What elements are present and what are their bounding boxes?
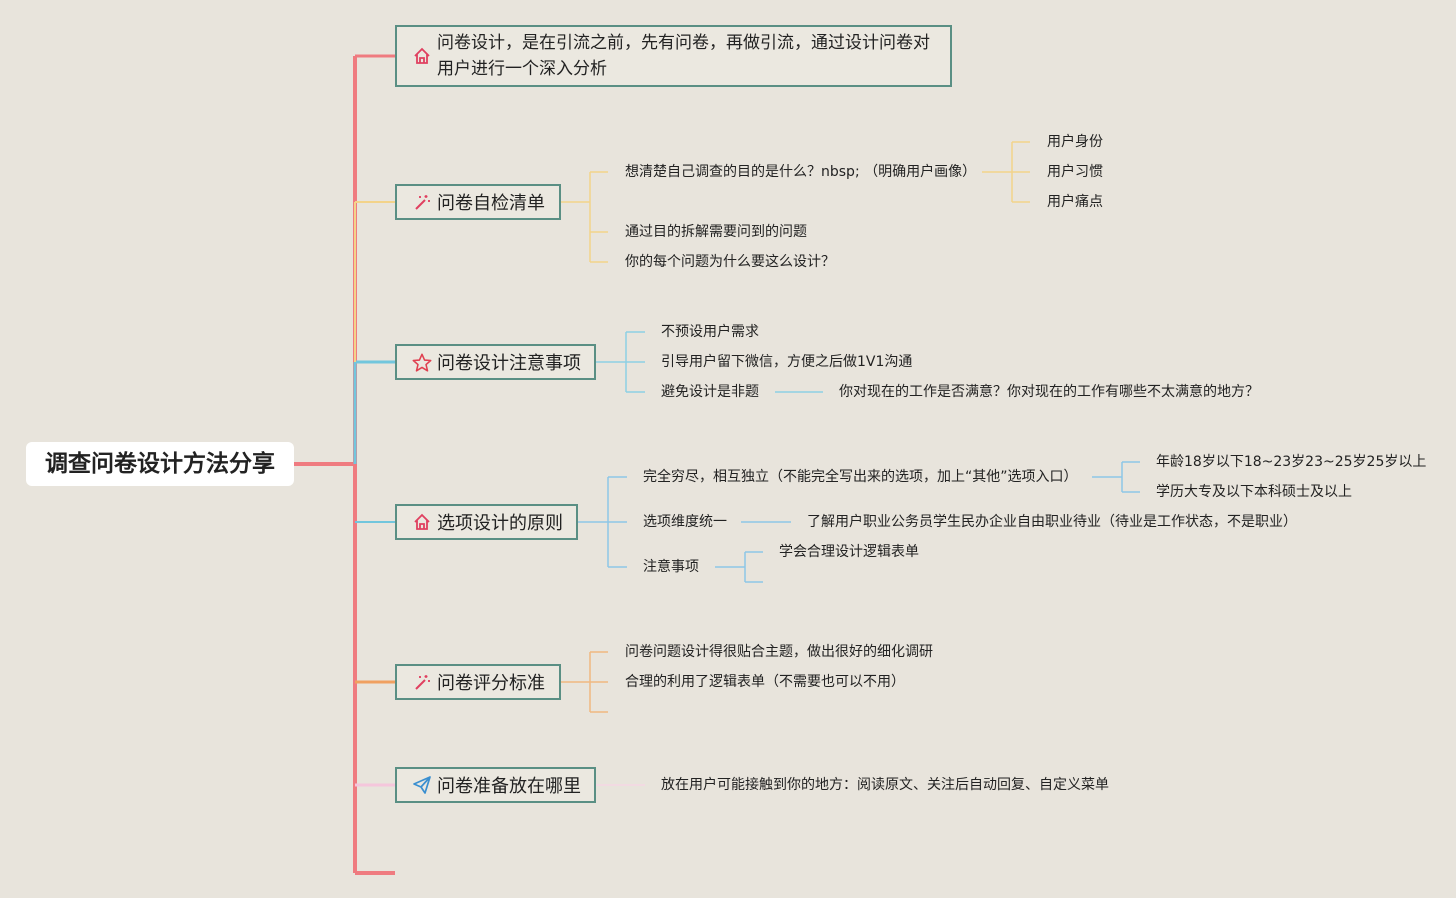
- branch-option-principles-label: 选项设计的原则: [437, 513, 563, 534]
- branch-checklist[interactable]: 问卷自检清单: [395, 184, 561, 220]
- branch-intro-label: 问卷设计，是在引流之前，先有问卷，再做引流，通过设计问卷对用户进行一个深入分析: [437, 33, 930, 79]
- principle-notes[interactable]: 注意事项: [643, 559, 699, 575]
- checklist-item-why[interactable]: 你的每个问题为什么要这么设计？: [625, 254, 835, 270]
- note-no-presumption[interactable]: 不预设用户需求: [661, 324, 759, 340]
- star-icon: [411, 351, 433, 373]
- principle-unified-dimension[interactable]: 选项维度统一: [643, 514, 727, 530]
- persona-habits[interactable]: 用户习惯: [1047, 164, 1103, 180]
- branch-scoring-label: 问卷评分标准: [437, 673, 545, 694]
- example-age[interactable]: 年龄18岁以下18~23岁23~25岁25岁以上: [1156, 454, 1427, 470]
- persona-pain-points[interactable]: 用户痛点: [1047, 194, 1103, 210]
- example-education[interactable]: 学历大专及以下本科硕士及以上: [1156, 484, 1352, 500]
- branch-notes[interactable]: 问卷设计注意事项: [395, 344, 596, 380]
- branch-placement-label: 问卷准备放在哪里: [437, 776, 581, 797]
- score-logic-form[interactable]: 合理的利用了逻辑表单（不需要也可以不用）: [625, 674, 905, 690]
- example-occupation[interactable]: 了解用户职业公务员学生民办企业自由职业待业（待业是工作状态，不是职业）: [807, 514, 1297, 530]
- checklist-item-breakdown[interactable]: 通过目的拆解需要问到的问题: [625, 224, 807, 240]
- note-wechat[interactable]: 引导用户留下微信，方便之后做1V1沟通: [661, 354, 913, 370]
- branch-option-principles[interactable]: 选项设计的原则: [395, 504, 578, 540]
- branch-intro[interactable]: 问卷设计，是在引流之前，先有问卷，再做引流，通过设计问卷对用户进行一个深入分析: [395, 25, 952, 87]
- note-avoid-yes-no[interactable]: 避免设计是非题: [661, 384, 759, 400]
- branch-notes-label: 问卷设计注意事项: [437, 353, 581, 374]
- paper-plane-icon: [411, 774, 433, 796]
- persona-identity[interactable]: 用户身份: [1047, 134, 1103, 150]
- score-relevance[interactable]: 问卷问题设计得很贴合主题，做出很好的细化调研: [625, 644, 933, 660]
- note-example-question[interactable]: 你对现在的工作是否满意？你对现在的工作有哪些不太满意的地方？: [839, 384, 1259, 400]
- home-icon: [411, 45, 433, 67]
- branch-scoring[interactable]: 问卷评分标准: [395, 664, 561, 700]
- magic-wand-icon: [411, 191, 433, 213]
- branch-placement[interactable]: 问卷准备放在哪里: [395, 767, 596, 803]
- branch-checklist-label: 问卷自检清单: [437, 193, 545, 214]
- checklist-item-purpose[interactable]: 想清楚自己调查的目的是什么？nbsp; （明确用户画像）: [625, 164, 977, 180]
- root-topic[interactable]: 调查问卷设计方法分享: [26, 442, 294, 486]
- placement-channels[interactable]: 放在用户可能接触到你的地方：阅读原文、关注后自动回复、自定义菜单: [661, 777, 1109, 793]
- home-icon: [411, 511, 433, 533]
- example-logic-form[interactable]: 学会合理设计逻辑表单: [779, 544, 919, 560]
- principle-mece[interactable]: 完全穷尽，相互独立（不能完全写出来的选项，加上“其他”选项入口）: [643, 469, 1078, 485]
- magic-wand-icon: [411, 671, 433, 693]
